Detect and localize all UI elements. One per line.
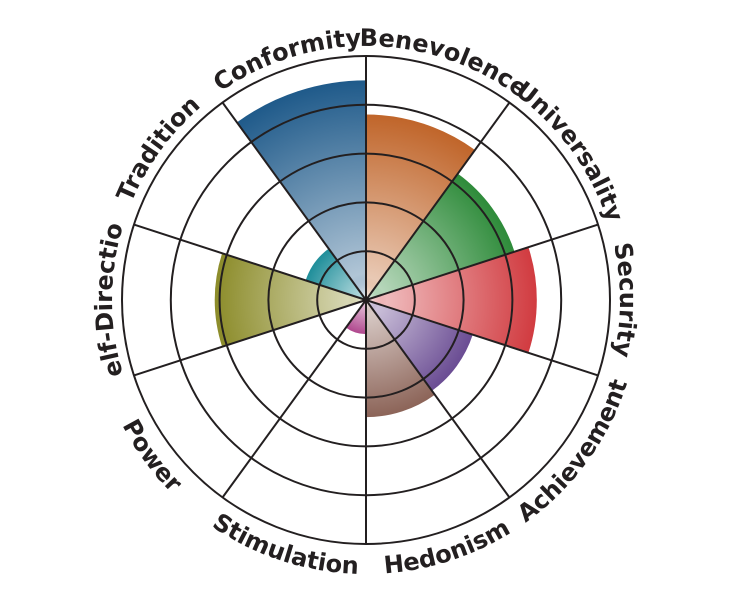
sector-tradition <box>305 248 366 300</box>
sector-achievement <box>366 300 473 391</box>
grid-spoke <box>221 299 367 498</box>
grid-spoke <box>221 102 367 301</box>
sector-self-direction <box>214 253 366 347</box>
sector-conformity <box>236 80 366 301</box>
grid-spoke <box>365 299 511 498</box>
grid-layer <box>121 55 611 545</box>
label-self-direction: Self-Direction <box>0 0 129 380</box>
label-stimulation: Stimulation <box>208 508 360 580</box>
label-tradition: Tradition <box>111 90 205 205</box>
grid-spoke <box>133 223 367 301</box>
grid-spoke <box>365 223 599 301</box>
label-security: Security <box>608 240 642 360</box>
grid-spoke <box>365 299 599 377</box>
label-universality: Universality <box>510 76 629 225</box>
sector-benevolence <box>366 114 475 300</box>
sector-hedonism <box>366 300 435 418</box>
label-achievement: Achievement <box>512 376 633 528</box>
sector-security <box>366 247 537 353</box>
label-hedonism: Hedonism <box>382 513 514 579</box>
grid-spoke <box>133 299 367 377</box>
label-power: Power <box>117 415 188 498</box>
grid-spoke <box>365 102 511 301</box>
label-benevolence: Benevolence <box>360 24 534 103</box>
